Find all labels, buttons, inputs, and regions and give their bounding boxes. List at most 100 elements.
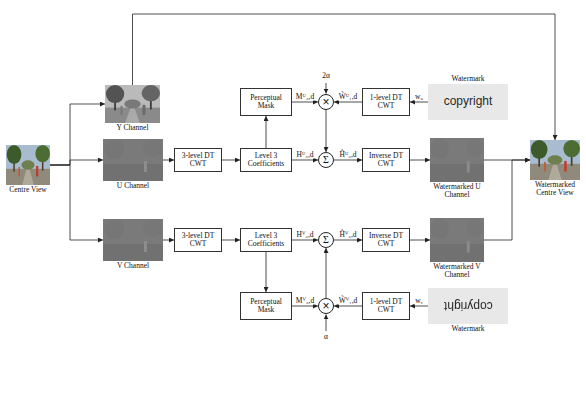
- signal-name: W̃ᵁ₁,d: [338, 93, 359, 101]
- watermark-text: copyright: [444, 299, 493, 312]
- signal-arrow: [266, 116, 267, 148]
- label-anchor: Hⱽ₃,d: [295, 231, 314, 239]
- text-slot: 1-level DT CWT: [363, 293, 409, 319]
- operator-symbol: ×: [322, 300, 329, 312]
- caption-slot: U Channel: [101, 182, 165, 190]
- colour-photo: [530, 140, 580, 180]
- process-box: Inverse DT CWT: [362, 228, 410, 252]
- signal-arrow: [50, 165, 103, 240]
- image-panel: V Channel: [103, 219, 163, 261]
- signal-arrow: [50, 160, 103, 165]
- image-caption: Watermarked V Channel: [424, 263, 490, 280]
- chroma-photo: [103, 139, 163, 181]
- process-box: Perceptual Mask: [240, 292, 292, 320]
- text-slot: [530, 140, 580, 180]
- process-box: 3-level DT CWT: [174, 148, 222, 172]
- signal-arrow: [410, 102, 428, 103]
- operator-symbol: Σ: [323, 155, 329, 165]
- signal-name: Ĥⱽ₃,d: [338, 231, 357, 239]
- image-caption: Centre View: [9, 186, 47, 194]
- text-slot: Σ: [319, 233, 333, 247]
- text-slot: [430, 138, 484, 182]
- signal-name: Ĥᵁ₃,d: [338, 151, 357, 159]
- signal-arrow: [163, 160, 174, 161]
- caption-slot: Watermarked Centre View: [526, 181, 584, 198]
- text-slot: Perceptual Mask: [241, 293, 291, 319]
- image-panel: Watermarked V Channel: [430, 218, 484, 262]
- signal-arrow: [334, 160, 362, 161]
- text-slot: 3-level DT CWT: [175, 229, 221, 251]
- signal-arrow: [292, 160, 318, 161]
- signal-arrow: [292, 240, 318, 241]
- process-box: Perceptual Mask: [240, 88, 292, 116]
- caption-slot: Watermark: [428, 75, 508, 83]
- text-slot: [430, 218, 484, 262]
- watermark-text: copyright: [444, 95, 493, 108]
- watermark-image: copyrightWatermark: [428, 288, 508, 324]
- signal-arrow: [326, 110, 327, 152]
- signal-name: wᵤ: [414, 93, 424, 101]
- label-anchor: α: [323, 333, 329, 341]
- strength-factor: 2α: [321, 72, 331, 80]
- text-slot: copyright: [428, 288, 508, 324]
- process-box: 1-level DT CWT: [362, 292, 410, 320]
- signal-name: Mᵁ₃,d: [295, 93, 315, 101]
- block-label: Level 3 Coefficients: [243, 232, 289, 249]
- image-panel: Watermarked U Channel: [430, 138, 484, 182]
- signal-name: Hᵁ₃,d: [295, 151, 314, 159]
- text-slot: Σ: [319, 153, 333, 167]
- process-box: Level 3 Coefficients: [240, 228, 292, 252]
- signal-arrow: [163, 240, 174, 241]
- process-box: 1-level DT CWT: [362, 88, 410, 116]
- signal-arrow: [133, 14, 556, 140]
- text-slot: copyright: [428, 84, 508, 120]
- block-label: 1-level DT CWT: [365, 298, 407, 315]
- text-slot: Level 3 Coefficients: [241, 149, 291, 171]
- signal-arrow: [222, 160, 240, 161]
- chroma-photo: [430, 218, 484, 262]
- signal-arrow: [266, 252, 267, 292]
- label-anchor: W̃ⱽ₁,d: [338, 297, 359, 305]
- block-label: Level 3 Coefficients: [243, 152, 289, 169]
- text-slot: ×: [319, 299, 333, 313]
- signal-arrow: [334, 306, 362, 307]
- chroma-photo: [103, 219, 163, 261]
- caption-slot: Watermarked V Channel: [424, 263, 490, 280]
- signal-name: Hⱽ₃,d: [295, 231, 314, 239]
- caption-slot: Watermarked U Channel: [424, 183, 490, 200]
- signal-arrow: [222, 240, 240, 241]
- text-slot: 3-level DT CWT: [175, 149, 221, 171]
- text-slot: [6, 145, 50, 185]
- image-panel: U Channel: [103, 139, 163, 181]
- operator-symbol: ×: [322, 96, 329, 108]
- process-box: Inverse DT CWT: [362, 148, 410, 172]
- text-slot: Inverse DT CWT: [363, 229, 409, 251]
- label-anchor: wᵥ: [414, 297, 424, 305]
- caption-slot: V Channel: [101, 262, 165, 270]
- strength-arrow: [326, 83, 327, 94]
- label-anchor: Mⱽ₃,d: [295, 297, 315, 305]
- signal-arrow: [50, 104, 105, 165]
- operator-circle: ×: [318, 298, 334, 314]
- label-anchor: Mᵁ₃,d: [295, 93, 315, 101]
- colour-photo: [6, 145, 50, 185]
- label-anchor: 2α: [321, 72, 331, 80]
- operator-circle: Σ: [318, 232, 334, 248]
- text-slot: Perceptual Mask: [241, 89, 291, 115]
- text-slot: [105, 85, 160, 123]
- label-anchor: W̃ᵁ₁,d: [338, 93, 359, 101]
- label-anchor: Ĥᵁ₃,d: [338, 151, 357, 159]
- signal-arrow: [410, 240, 430, 241]
- image-caption: Watermarked U Channel: [424, 183, 490, 200]
- block-label: 3-level DT CWT: [177, 152, 219, 169]
- signal-name: wᵥ: [414, 297, 424, 305]
- signal-arrow: [410, 160, 430, 161]
- signal-name: W̃ⱽ₁,d: [338, 297, 359, 305]
- block-label: 3-level DT CWT: [177, 232, 219, 249]
- watermark-image: copyrightWatermark: [428, 84, 508, 120]
- block-label: 1-level DT CWT: [365, 94, 407, 111]
- operator-symbol: Σ: [323, 235, 329, 245]
- luma-photo: [105, 85, 160, 123]
